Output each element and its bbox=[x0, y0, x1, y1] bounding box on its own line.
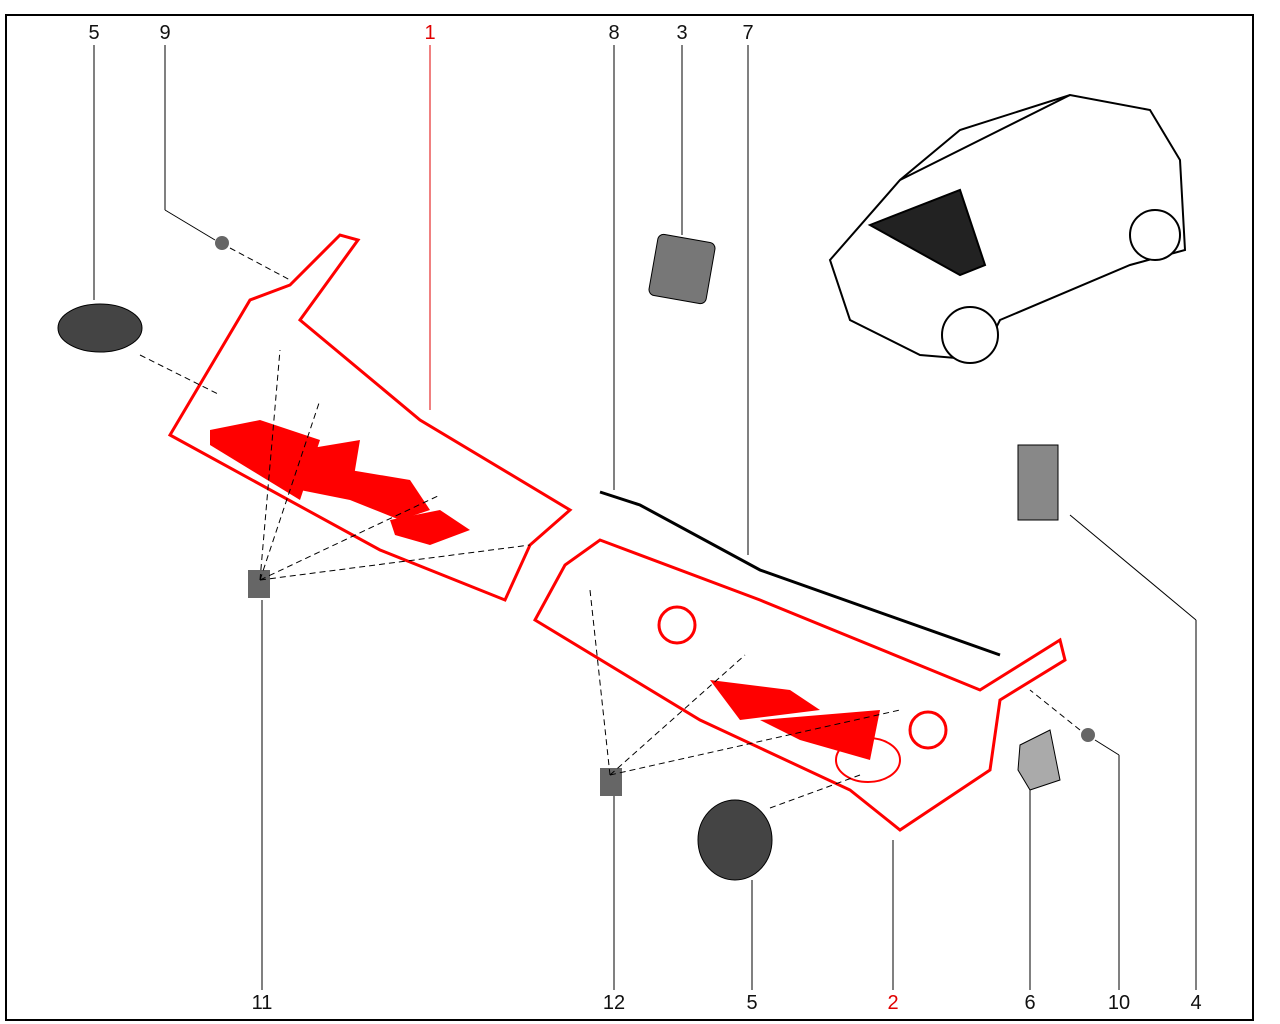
vehicle-locator-icon bbox=[828, 93, 1187, 364]
part-5-grille-left bbox=[57, 303, 143, 353]
part-10-nut bbox=[1081, 728, 1095, 742]
callout-10: 10 bbox=[1107, 992, 1131, 1014]
callout-5-top: 5 bbox=[88, 22, 100, 44]
callout-6: 6 bbox=[1024, 992, 1036, 1014]
callout-5-bottom: 5 bbox=[746, 992, 758, 1014]
part-9-nut bbox=[215, 236, 229, 250]
callout-4: 4 bbox=[1190, 992, 1202, 1014]
part-2-right-cowl-panel bbox=[532, 538, 1067, 832]
leader-lines bbox=[93, 45, 1197, 990]
assembly-arrows bbox=[139, 247, 1081, 809]
part-11-clip bbox=[248, 570, 270, 598]
diagram-frame bbox=[5, 14, 1254, 1021]
callout-1: 1 bbox=[424, 22, 436, 44]
callout-2: 2 bbox=[887, 992, 899, 1014]
part-12-clip bbox=[600, 768, 622, 796]
callout-9: 9 bbox=[159, 22, 171, 44]
callout-11: 11 bbox=[251, 992, 273, 1014]
callout-7: 7 bbox=[742, 22, 754, 44]
callout-3: 3 bbox=[676, 22, 688, 44]
part-5-grille-right bbox=[697, 799, 773, 881]
part-4-bracket bbox=[1017, 444, 1059, 521]
part-6-cap bbox=[1017, 729, 1061, 791]
part-1-left-cowl-panel bbox=[167, 233, 573, 602]
callout-8: 8 bbox=[608, 22, 620, 44]
callout-12: 12 bbox=[602, 992, 626, 1014]
part-3-vent bbox=[648, 233, 716, 305]
part-7-seal-strip bbox=[599, 490, 1001, 657]
